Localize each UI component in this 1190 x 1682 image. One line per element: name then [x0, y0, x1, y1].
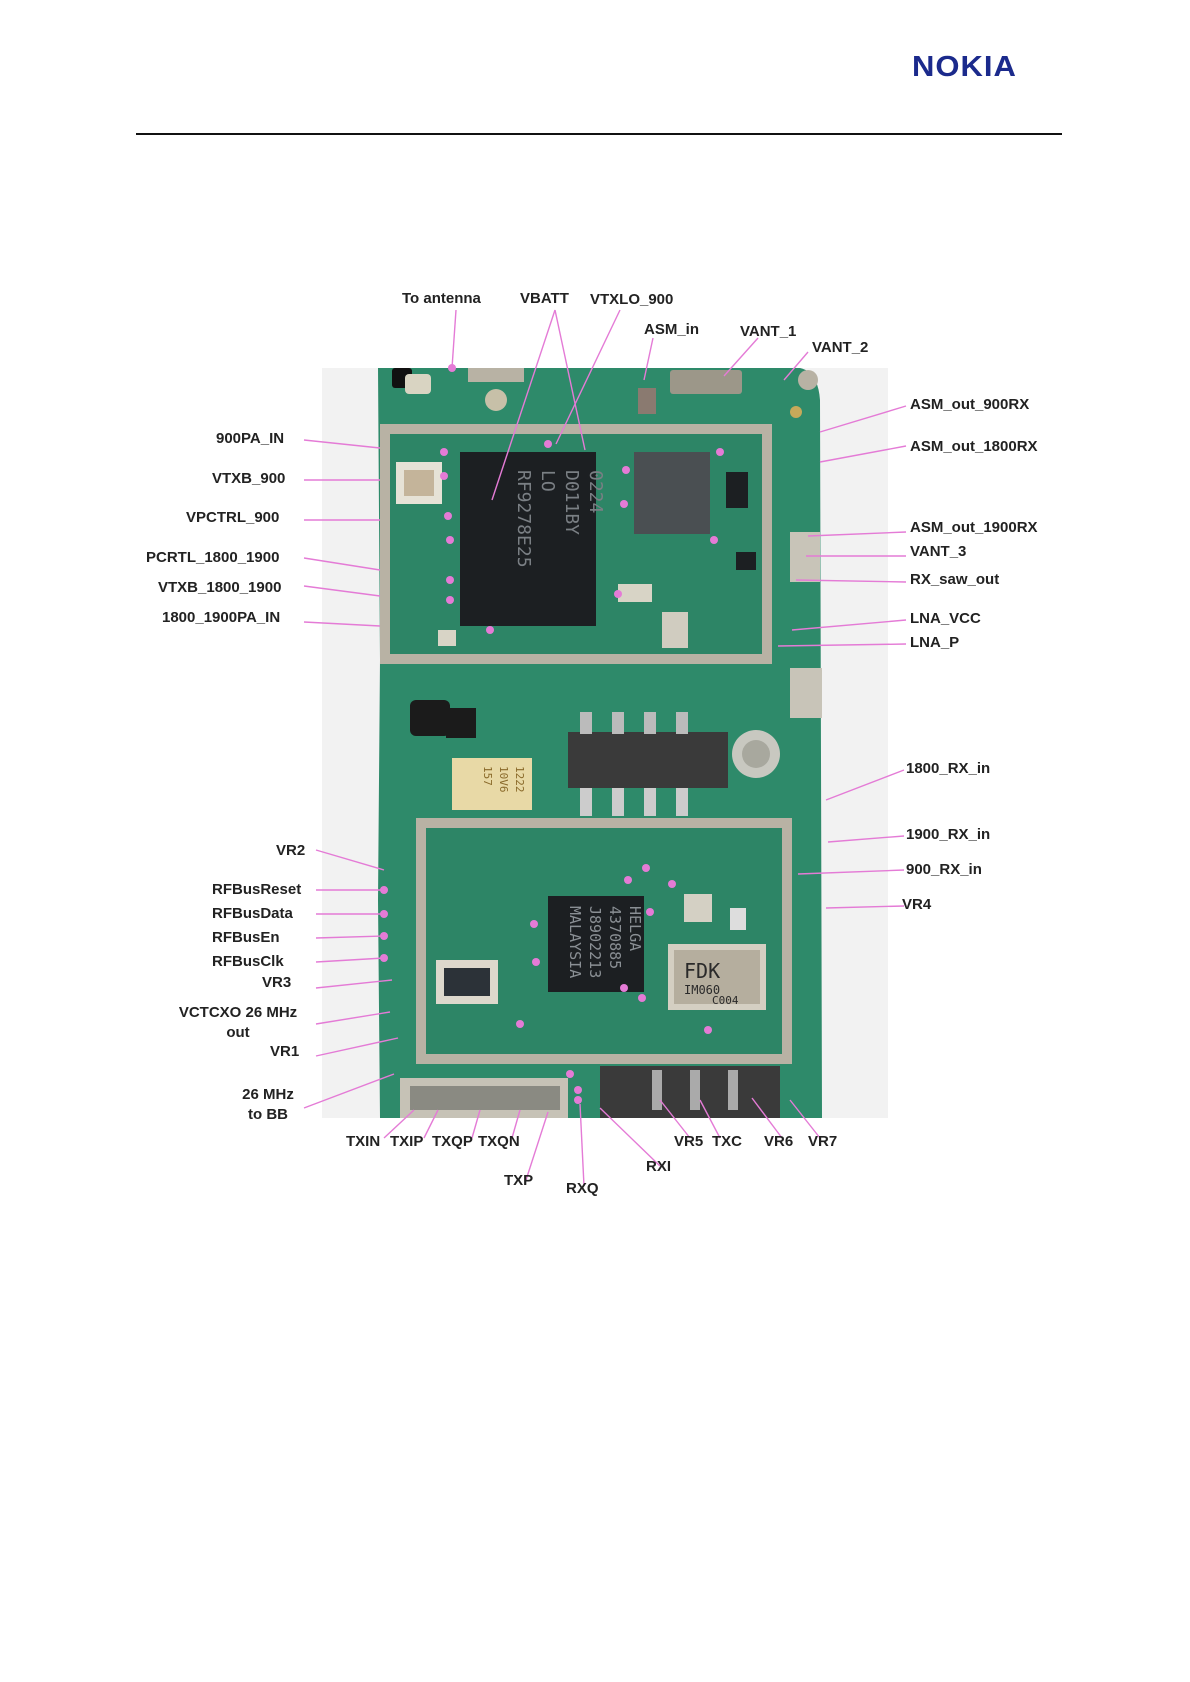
label-rfbus-reset: RFBusReset — [212, 881, 302, 898]
label-rxq: RXQ — [566, 1180, 599, 1197]
label-txqn: TXQN — [478, 1133, 520, 1150]
label-vr7: VR7 — [808, 1133, 838, 1150]
label-rfbus-data: RFBusData — [212, 905, 293, 922]
label-vant-3: VANT_3 — [910, 543, 967, 560]
helga-marking-4: HELGA — [626, 906, 644, 951]
helga-marking-1: MALAYSIA — [566, 906, 584, 978]
nokia-logo: NOKIA — [912, 50, 1017, 83]
fdk-marking-3: C004 — [712, 994, 739, 1007]
tantalum-cap — [452, 758, 532, 810]
pa-marking-3: LO — [537, 470, 558, 492]
label-txip: TXIP — [390, 1133, 424, 1150]
label-26mhz: 26 MHz to BB — [232, 1086, 304, 1123]
label-vpctrl-900: VPCTRL_900 — [186, 509, 280, 526]
label-asm-in: ASM_in — [644, 321, 700, 338]
label-vtxb-1800-1900: VTXB_1800_1900 — [158, 579, 282, 596]
pa-marking-2: D011BY — [561, 470, 582, 535]
label-txp: TXP — [504, 1172, 534, 1189]
tant-marking-2: 10V6 — [497, 766, 510, 793]
label-txqp: TXQP — [432, 1133, 473, 1150]
label-26mhz-line1: 26 MHz — [242, 1086, 294, 1103]
label-vr6: VR6 — [764, 1133, 794, 1150]
label-1800-rx-in: 1800_RX_in — [906, 760, 991, 777]
label-900pa-in: 900PA_IN — [216, 430, 285, 447]
label-vr1: VR1 — [270, 1043, 300, 1060]
helga-marking-2: J8902213 — [586, 906, 604, 978]
label-txin: TXIN — [346, 1133, 381, 1150]
label-vctcxo: VCTCXO 26 MHz out — [166, 1004, 310, 1041]
pa-chip — [460, 452, 596, 626]
label-lna-vcc: LNA_VCC — [910, 610, 981, 627]
label-vctcxo-line2: out — [226, 1024, 250, 1041]
fdk-marking-1: FDK — [684, 959, 720, 983]
label-26mhz-line2: to BB — [248, 1106, 288, 1123]
label-vtxlo-900: VTXLO_900 — [590, 291, 674, 308]
fdk-marking-2: IM060 — [684, 983, 720, 997]
label-vtxb-900: VTXB_900 — [212, 470, 286, 487]
helga-marking-3: 4370885 — [606, 906, 624, 969]
label-vant-2: VANT_2 — [812, 339, 869, 356]
label-vbatt: VBATT — [520, 290, 569, 307]
label-vctcxo-line1: VCTCXO 26 MHz — [178, 1004, 298, 1021]
label-rx-saw-out: RX_saw_out — [910, 571, 1000, 588]
label-pcrtl-1800-1900: PCRTL_1800_1900 — [146, 549, 280, 566]
test-points — [380, 364, 724, 1104]
label-900-rx-in: 900_RX_in — [906, 861, 982, 878]
label-asm-out-1900rx: ASM_out_1900RX — [910, 519, 1038, 536]
label-vr3: VR3 — [262, 974, 292, 991]
label-txc: TXC — [712, 1133, 742, 1150]
label-vr4: VR4 — [902, 896, 932, 913]
pa-marking-4: RF9278E25 — [513, 470, 534, 568]
label-1800-1900pa-in: 1800_1900PA_IN — [162, 609, 281, 626]
label-rfbus-en: RFBusEn — [212, 929, 280, 946]
label-vant-1: VANT_1 — [740, 323, 797, 340]
tant-marking-3: 157 — [481, 766, 494, 786]
label-vr5: VR5 — [674, 1133, 704, 1150]
label-1900-rx-in: 1900_RX_in — [906, 826, 991, 843]
label-asm-out-900rx: ASM_out_900RX — [910, 396, 1030, 413]
label-rfbus-clk: RFBusClk — [212, 953, 284, 970]
tant-marking-1: 1222 — [513, 766, 526, 793]
label-rxi: RXI — [646, 1158, 672, 1175]
pa-marking-1: 0224 — [585, 470, 606, 513]
label-lna-p: LNA_P — [910, 634, 960, 651]
label-vr2: VR2 — [276, 842, 306, 859]
label-asm-out-1800rx: ASM_out_1800RX — [910, 438, 1038, 455]
header-rule — [136, 133, 1062, 135]
connector-block — [568, 732, 728, 788]
helga-chip — [548, 896, 644, 992]
label-to-antenna: To antenna — [402, 290, 481, 307]
